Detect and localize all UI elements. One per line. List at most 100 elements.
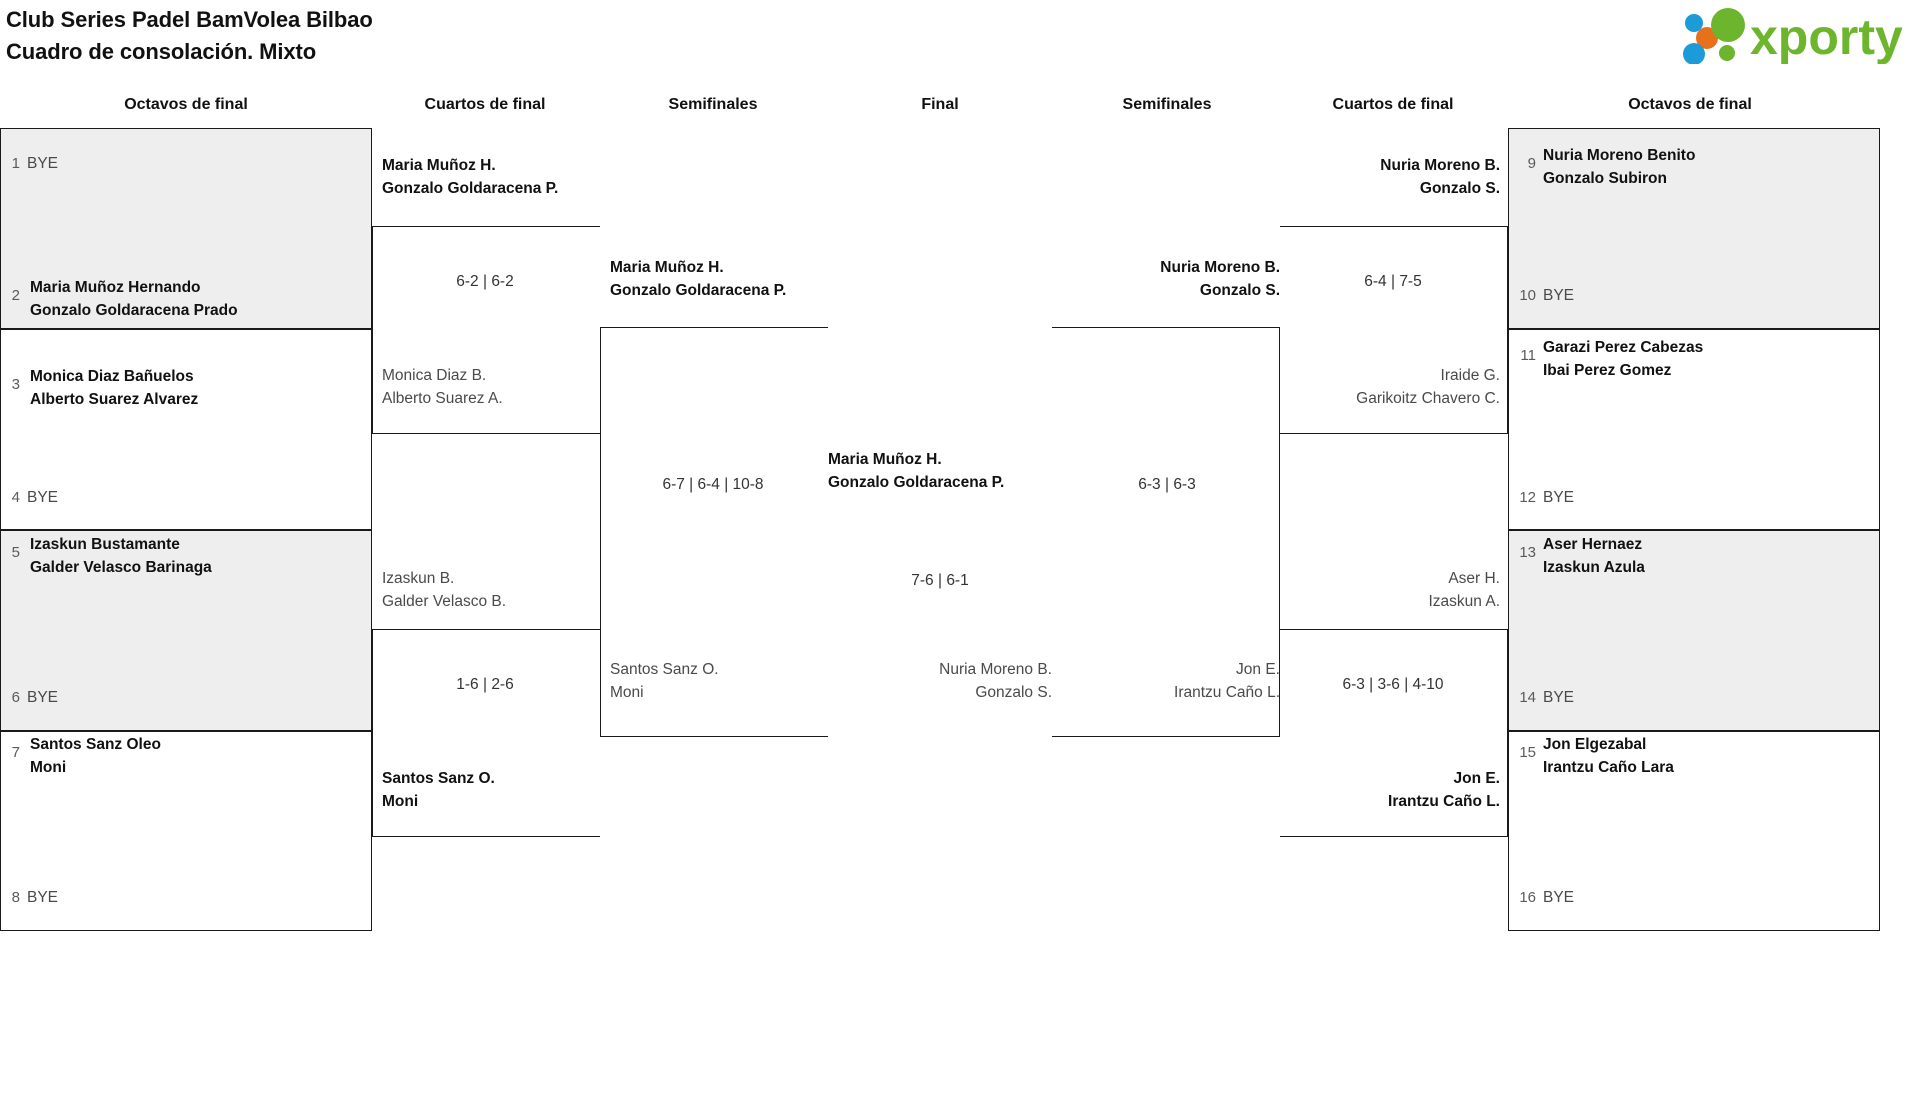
qf-left-slot-2[interactable]: Monica Diaz B. Alberto Suarez A. (382, 364, 503, 410)
seed-number-12: 12 (1519, 489, 1536, 506)
r16-right-pair-1[interactable] (1508, 128, 1880, 329)
r16-left-slot-8-bye: BYE (27, 889, 59, 906)
r16-right-slot-10-bye: BYE (1543, 287, 1575, 304)
logo-dot-green-large (1711, 8, 1745, 42)
sf-right-slot-1-player-1: Nuria Moreno B. (1160, 259, 1280, 276)
r16-left-slot-3-player-2: Alberto Suarez Alvarez (30, 391, 199, 408)
sf-left-match-connector (600, 327, 828, 737)
logo-dot-blue-small (1685, 14, 1703, 32)
seed-number-1: 1 (11, 155, 20, 172)
qf-right-slot-3-player-1: Aser H. (1448, 570, 1500, 587)
qf-left-slot-4-player-2: Moni (382, 793, 419, 810)
logo-dot-blue-large (1683, 43, 1705, 64)
r16-right-slot-13-player-2: Izaskun Azula (1543, 559, 1645, 576)
r16-right-slot-13[interactable]: Aser Hernaez Izaskun Azula (1543, 533, 1645, 579)
sf-left-slot-2-player-2: Moni (610, 684, 644, 701)
qf-right-slot-2[interactable]: Iraide G. Garikoitz Chavero C. (1056, 364, 1500, 410)
qf-left-slot-1[interactable]: Maria Muñoz H. Gonzalo Goldaracena P. (382, 154, 558, 200)
seed-number-14: 14 (1519, 689, 1536, 706)
r16-left-slot-5[interactable]: Izaskun Bustamante Galder Velasco Barina… (30, 533, 212, 579)
r16-left-pair-3[interactable] (0, 530, 372, 731)
r16-right-slot-15[interactable]: Jon Elgezabal Irantzu Caño Lara (1543, 733, 1674, 779)
qf-left-slot-4[interactable]: Santos Sanz O. Moni (382, 767, 495, 813)
seed-number-6: 6 (11, 689, 20, 706)
final-score: 7-6 | 6-1 (911, 572, 969, 589)
title-line-2: Cuadro de consolación. Mixto (6, 39, 317, 64)
r16-left-slot-5-player-1: Izaskun Bustamante (30, 536, 180, 553)
r16-right-slot-9[interactable]: Nuria Moreno Benito Gonzalo Subiron (1543, 144, 1695, 190)
seed-number-2: 2 (11, 287, 20, 304)
sf-right-slot-1[interactable]: Nuria Moreno B. Gonzalo S. (1056, 256, 1280, 302)
r16-right-pair-3[interactable] (1508, 530, 1880, 731)
final-slot-top-player-2: Gonzalo Goldaracena P. (828, 474, 1005, 491)
round-header-sf-left: Semifinales (668, 96, 758, 113)
qf-left-slot-1-player-2: Gonzalo Goldaracena P. (382, 180, 559, 197)
logo-wordmark: xporty (1750, 9, 1903, 64)
r16-right-pair-2[interactable] (1508, 329, 1880, 530)
qf-right-match-1-connector (1280, 226, 1508, 434)
qf-left-slot-3-player-2: Galder Velasco B. (382, 593, 507, 610)
sf-right-slot-2-player-1: Jon E. (1236, 661, 1280, 678)
r16-right-slot-9-player-2: Gonzalo Subiron (1543, 170, 1667, 187)
qf-right-slot-3-player-2: Izaskun A. (1428, 593, 1500, 610)
seed-number-8: 8 (11, 889, 20, 906)
qf-right-match-2-score: 6-3 | 3-6 | 4-10 (1342, 676, 1444, 693)
r16-left-slot-3[interactable]: Monica Diaz Bañuelos Alberto Suarez Alva… (30, 365, 198, 411)
sf-left-slot-1-player-2: Gonzalo Goldaracena P. (610, 282, 787, 299)
r16-left-slot-1-bye: BYE (27, 155, 59, 172)
xporty-logo[interactable]: xporty (1678, 6, 1904, 64)
seed-number-11: 11 (1520, 347, 1536, 364)
qf-right-slot-2-player-1: Iraide G. (1440, 367, 1500, 384)
round-header-qf-right: Cuartos de final (1332, 96, 1454, 113)
page-title: Club Series Padel BamVolea Bilbao Cuadro… (6, 4, 906, 68)
r16-right-slot-12-bye: BYE (1543, 489, 1575, 506)
qf-left-match-2-connector (372, 629, 600, 837)
qf-right-match-2-connector (1280, 629, 1508, 837)
r16-left-pair-4[interactable] (0, 731, 372, 931)
r16-left-pair-1[interactable] (0, 128, 372, 329)
logo-dot-orange (1696, 27, 1718, 49)
r16-right-slot-15-player-1: Jon Elgezabal (1543, 736, 1647, 753)
seed-number-4: 4 (11, 489, 20, 506)
r16-left-slot-2-player-2: Gonzalo Goldaracena Prado (30, 302, 238, 319)
r16-left-slot-2-player-1: Maria Muñoz Hernando (30, 279, 201, 296)
r16-right-slot-9-player-1: Nuria Moreno Benito (1543, 147, 1696, 164)
sf-left-slot-1[interactable]: Maria Muñoz H. Gonzalo Goldaracena P. (610, 256, 786, 302)
round-header-sf-right: Semifinales (1122, 96, 1212, 113)
seed-number-10: 10 (1519, 287, 1536, 304)
sf-right-slot-1-player-2: Gonzalo S. (1199, 282, 1280, 299)
r16-left-slot-7-player-2: Moni (30, 759, 67, 776)
round-header-r16-left: Octavos de final (124, 96, 248, 113)
final-slot-top-player-1: Maria Muñoz H. (828, 451, 942, 468)
qf-right-slot-4[interactable]: Jon E. Irantzu Caño L. (1056, 767, 1500, 813)
final-slot-bottom[interactable]: Nuria Moreno B. Gonzalo S. (828, 658, 1052, 704)
sf-right-match-score: 6-3 | 6-3 (1138, 476, 1196, 493)
r16-left-slot-2[interactable]: Maria Muñoz Hernando Gonzalo Goldaracena… (30, 276, 238, 322)
round-header-qf-left: Cuartos de final (424, 96, 546, 113)
qf-left-match-1-connector (372, 226, 600, 434)
qf-left-slot-3[interactable]: Izaskun B. Galder Velasco B. (382, 567, 506, 613)
qf-left-slot-3-player-1: Izaskun B. (382, 570, 455, 587)
r16-left-pair-2[interactable] (0, 329, 372, 530)
r16-left-slot-3-player-1: Monica Diaz Bañuelos (30, 368, 194, 385)
qf-left-match-1-score: 6-2 | 6-2 (456, 273, 514, 290)
r16-right-slot-11[interactable]: Garazi Perez Cabezas Ibai Perez Gomez (1543, 336, 1703, 382)
qf-right-slot-1[interactable]: Nuria Moreno B. Gonzalo S. (1056, 154, 1500, 200)
r16-right-slot-16-bye: BYE (1543, 889, 1575, 906)
r16-left-slot-7[interactable]: Santos Sanz Oleo Moni (30, 733, 161, 779)
sf-right-slot-2[interactable]: Jon E. Irantzu Caño L. (1056, 658, 1280, 704)
r16-right-slot-11-player-1: Garazi Perez Cabezas (1543, 339, 1704, 356)
sf-right-match-connector (1052, 327, 1280, 737)
qf-right-slot-3[interactable]: Aser H. Izaskun A. (1056, 567, 1500, 613)
final-slot-top[interactable]: Maria Muñoz H. Gonzalo Goldaracena P. (828, 448, 1004, 494)
qf-right-match-1-score: 6-4 | 7-5 (1364, 273, 1422, 290)
sf-left-slot-2[interactable]: Santos Sanz O. Moni (610, 658, 719, 704)
title-line-1: Club Series Padel BamVolea Bilbao (6, 7, 373, 32)
seed-number-5: 5 (11, 544, 20, 561)
seed-number-3: 3 (11, 376, 20, 393)
r16-right-pair-4[interactable] (1508, 731, 1880, 931)
round-header-final: Final (921, 96, 959, 113)
r16-left-slot-4-bye: BYE (27, 489, 59, 506)
sf-left-slot-2-player-1: Santos Sanz O. (610, 661, 719, 678)
seed-number-7: 7 (11, 744, 20, 761)
